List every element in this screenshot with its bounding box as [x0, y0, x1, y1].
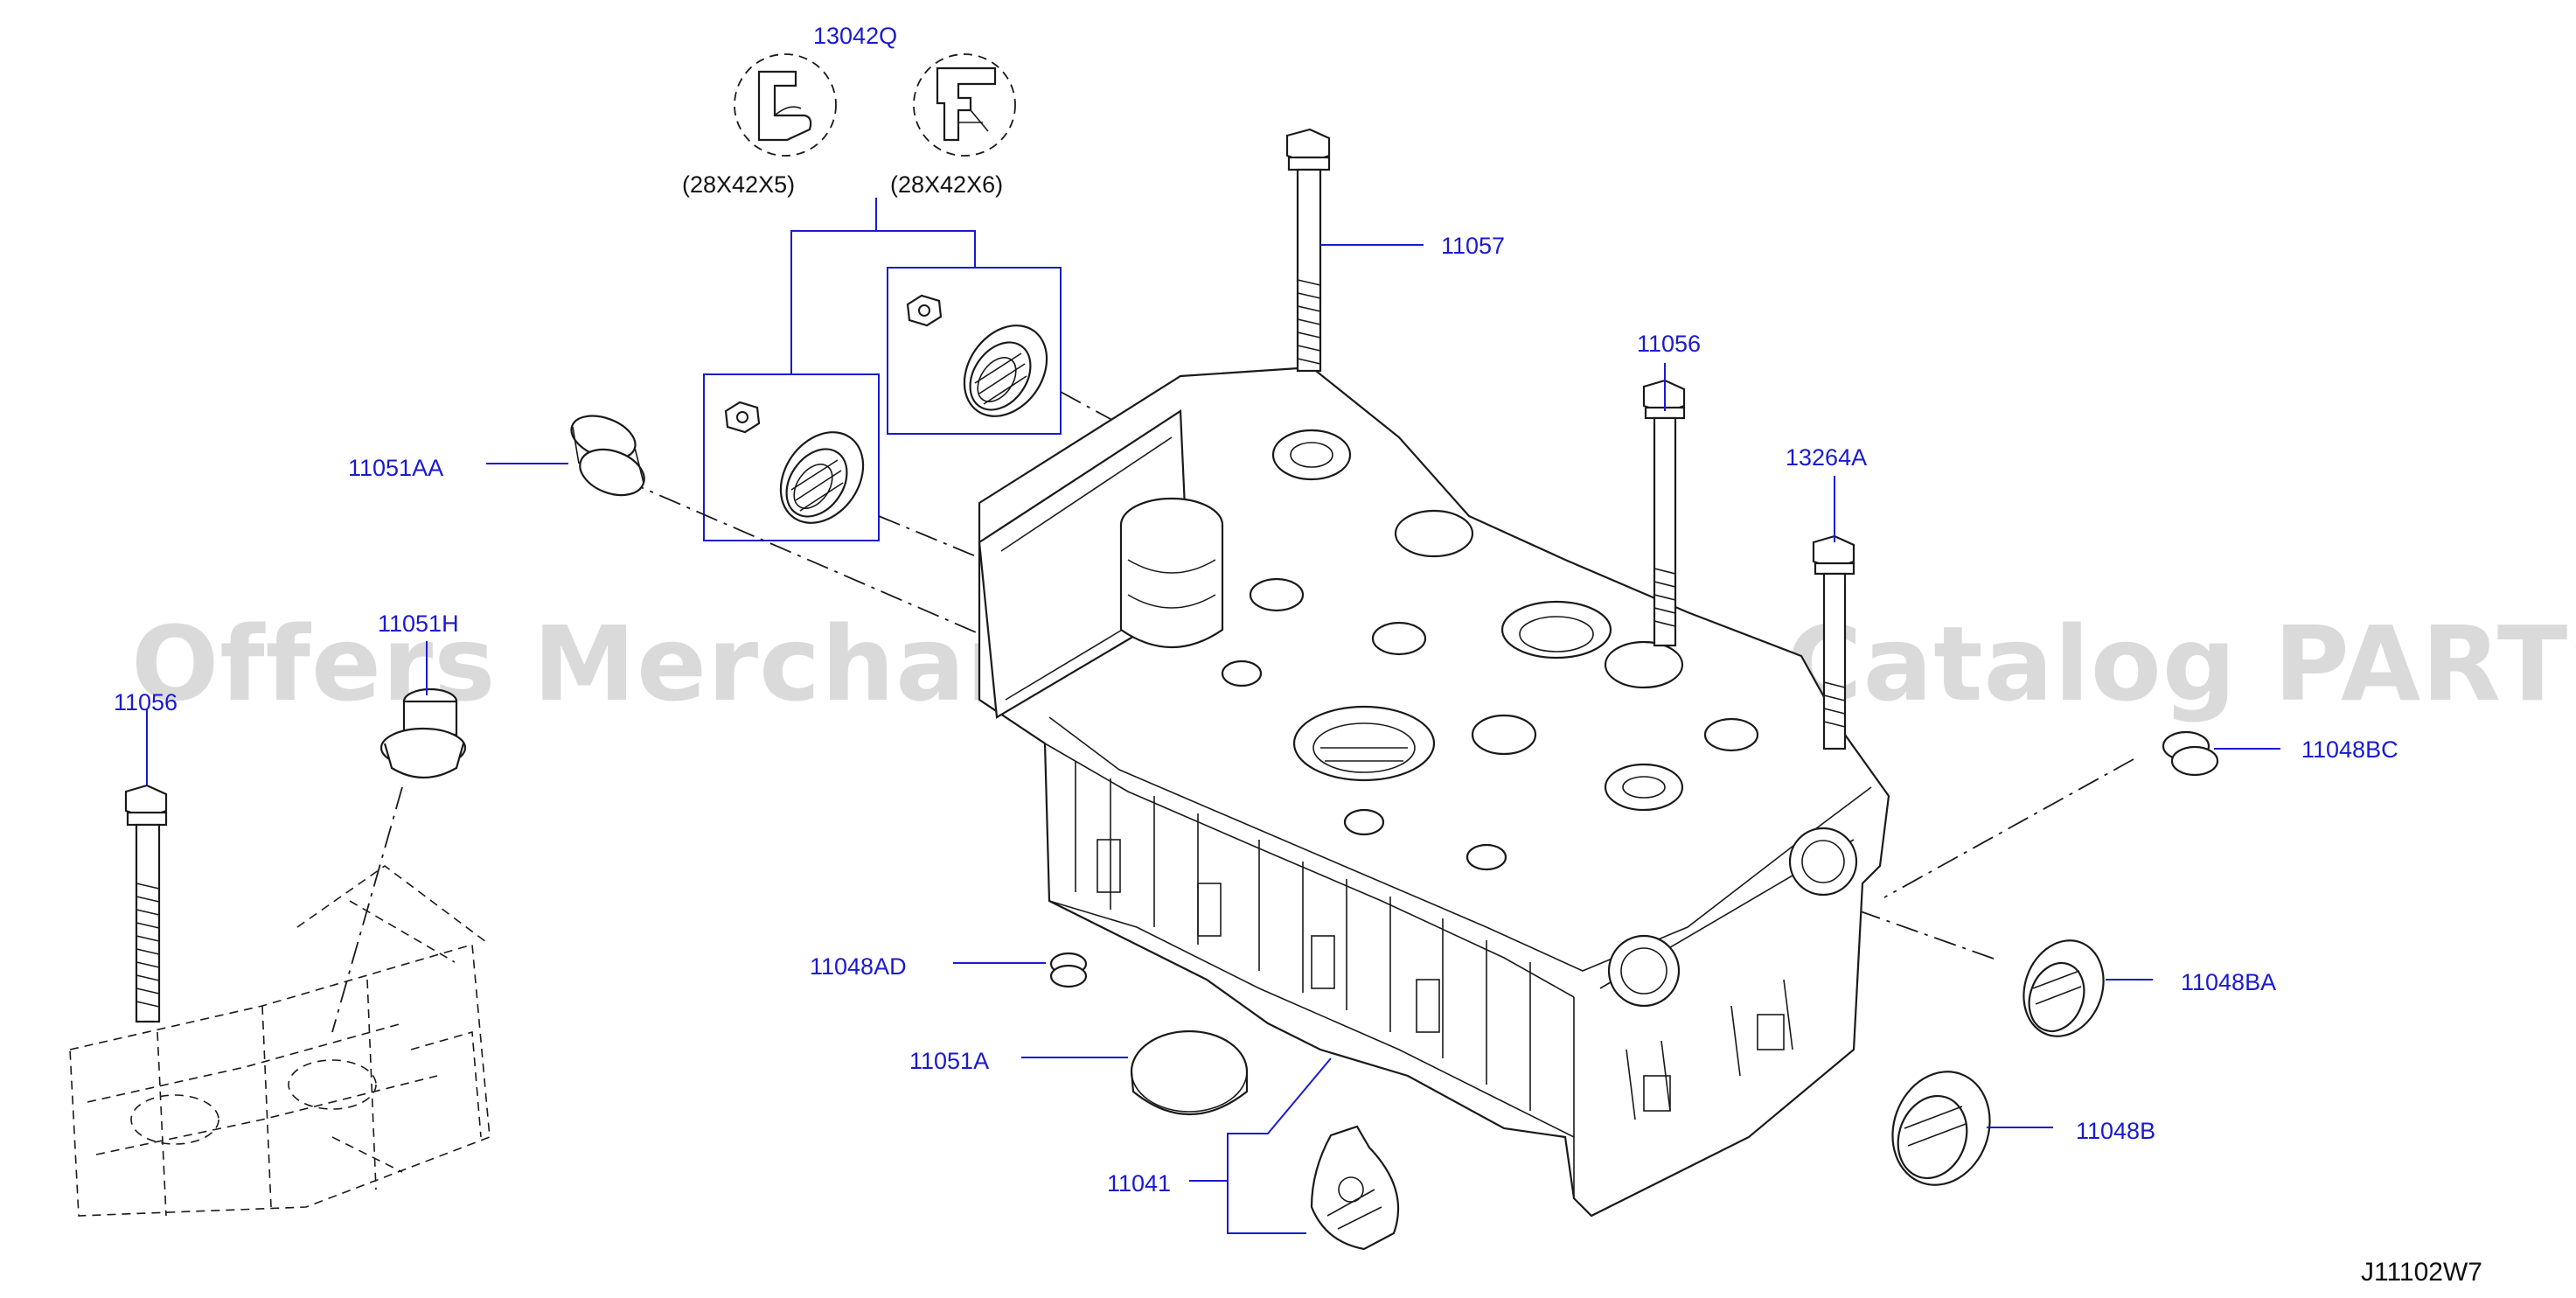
label-11051AA: 11051AA — [348, 455, 443, 481]
plug-11048BC — [2162, 730, 2219, 777]
seal-assembly-a — [724, 401, 865, 524]
label-11057: 11057 — [1441, 233, 1505, 259]
label-11056: 11056 — [1637, 331, 1701, 357]
seal-11048BA — [2023, 939, 2105, 1037]
diagram-id: J11102W7 — [2361, 1258, 2482, 1287]
plug-11051H — [379, 687, 467, 779]
label-11048BC: 11048BC — [2301, 736, 2398, 763]
bolt-11056-left — [124, 784, 168, 1023]
plug-11051A — [1130, 1029, 1249, 1115]
seal-profile-detail-b — [913, 53, 1016, 157]
plug-11048AD — [1049, 952, 1088, 988]
label-seal-size-b: (28X42X6) — [890, 171, 1003, 198]
label-13264A: 13264A — [1786, 444, 1867, 471]
label-13042Q: 13042Q — [813, 23, 897, 49]
label-11051H: 11051H — [378, 611, 459, 637]
seal-profile-detail-a — [734, 53, 837, 157]
engine-block-ghost — [69, 865, 491, 1217]
label-seal-size-a: (28X42X5) — [682, 171, 795, 198]
seal-11048B — [1891, 1071, 1991, 1186]
cylinder-head — [978, 366, 1890, 1218]
label-11048BA: 11048BA — [2181, 969, 2276, 995]
label-11056-left: 11056 — [114, 689, 178, 715]
plug-11051AA — [570, 415, 645, 497]
gasket-11041 — [1310, 1125, 1400, 1251]
label-11048B: 11048B — [2076, 1118, 2155, 1144]
label-11041: 11041 — [1107, 1170, 1171, 1197]
label-11051A: 11051A — [909, 1048, 989, 1074]
seal-group-boxes — [703, 198, 1062, 541]
bolt-11056 — [1642, 379, 1686, 647]
label-11048AD: 11048AD — [810, 953, 907, 980]
seal-assembly-b — [906, 294, 1048, 417]
leader-lines — [146, 244, 2280, 1234]
bolt-11057 — [1285, 128, 1331, 373]
